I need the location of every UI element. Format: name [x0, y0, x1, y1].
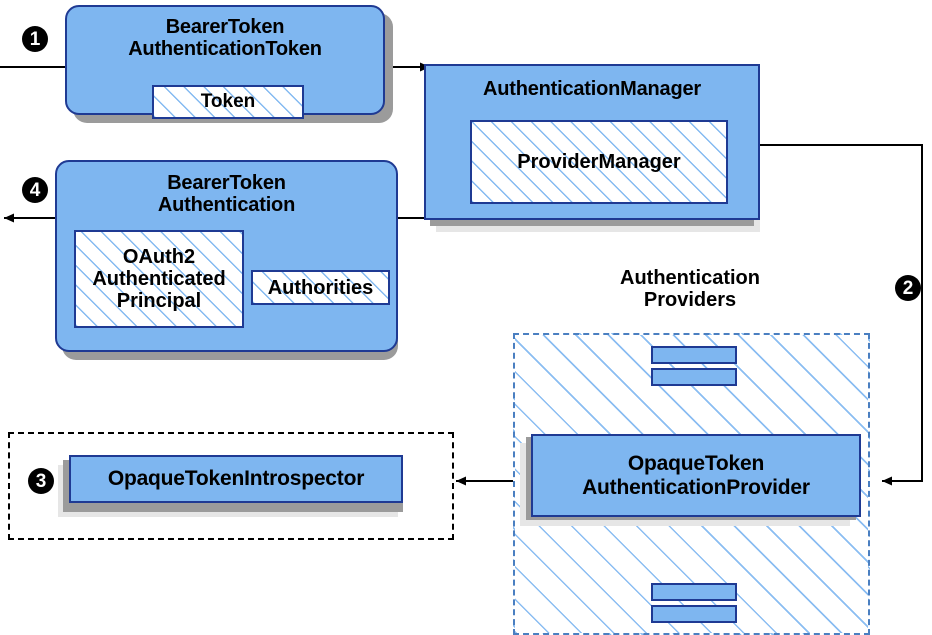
node-opaque-token-introspector[interactable]: OpaqueTokenIntrospector	[69, 455, 403, 503]
inner-authorities-label: Authorities	[267, 276, 374, 299]
bar-top-1	[651, 346, 737, 364]
step-badge-3: 3	[28, 468, 54, 494]
node-bearer-token-authentication-token[interactable]: BearerToken AuthenticationToken Token	[65, 5, 385, 119]
inner-token: Token	[152, 85, 304, 119]
authentication-providers-label: Authentication Providers	[620, 267, 760, 311]
bar-top-2	[651, 368, 737, 386]
inner-provider-manager: ProviderManager	[470, 120, 728, 204]
node-title: OpaqueTokenIntrospector	[107, 467, 365, 491]
stacked-bars-icon-bottom	[651, 583, 737, 623]
node-title: BearerToken Authentication	[157, 172, 296, 217]
step-badge-2: 2	[895, 275, 921, 301]
stacked-bars-icon-top	[651, 346, 737, 386]
inner-token-label: Token	[200, 90, 256, 112]
node-title: BearerToken AuthenticationToken	[128, 16, 322, 61]
node-title: OpaqueToken AuthenticationProvider	[582, 451, 810, 499]
inner-authorities: Authorities	[251, 270, 390, 305]
node-opaque-token-authentication-provider[interactable]: OpaqueToken AuthenticationProvider	[531, 434, 861, 517]
bar-bottom-2	[651, 605, 737, 623]
step-badge-1: 1	[22, 26, 48, 52]
opaque-token-introspector-container	[8, 432, 454, 540]
node-bearer-token-authentication[interactable]: BearerToken Authentication OAuth2 Authen…	[55, 160, 398, 352]
node-title: AuthenticationManager	[482, 78, 702, 100]
step-badge-4: 4	[22, 177, 48, 203]
inner-provider-manager-label: ProviderManager	[517, 151, 681, 173]
bar-bottom-1	[651, 583, 737, 601]
node-authentication-manager[interactable]: AuthenticationManager ProviderManager	[424, 64, 760, 220]
inner-oauth2-authenticated-principal-label: OAuth2 Authenticated Principal	[92, 246, 226, 312]
inner-oauth2-authenticated-principal: OAuth2 Authenticated Principal	[74, 230, 244, 328]
